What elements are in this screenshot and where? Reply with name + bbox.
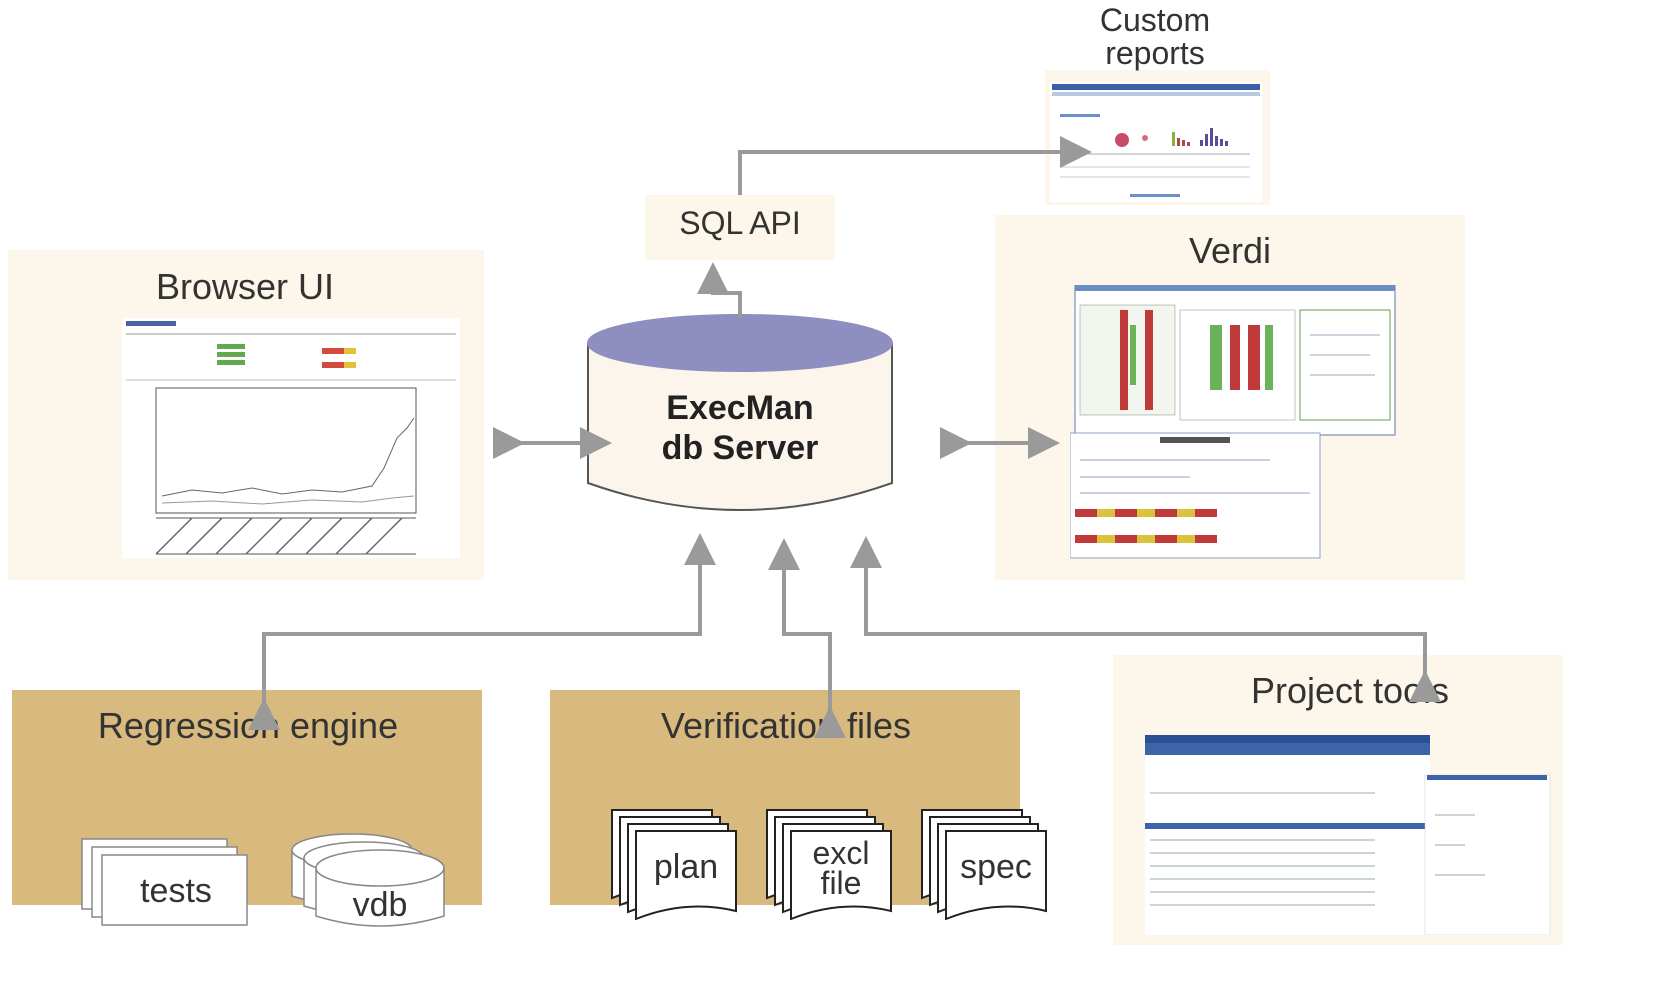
- sql-api-panel: [645, 195, 835, 260]
- server-line2: db Server: [662, 429, 819, 467]
- file-label: file: [821, 865, 862, 901]
- browser-ui-title: Browser UI: [155, 266, 335, 307]
- custom-reports-title-line2: reports: [1105, 35, 1205, 71]
- arrow-verification-server: [768, 538, 846, 738]
- spec-document-stack: spec: [921, 809, 1047, 920]
- arrow-server-to-sqlapi: [697, 262, 742, 318]
- project-tools-thumbnail: [1145, 735, 1551, 935]
- verdi-title: Verdi: [1188, 230, 1272, 271]
- plan-label: plan: [654, 848, 718, 886]
- excl-file-document-stack: excl file: [766, 809, 892, 920]
- excl-label: excl: [813, 835, 870, 871]
- vdb-label: vdb: [353, 886, 408, 924]
- arrow-projecttools-server: [850, 536, 1441, 702]
- server-line1: ExecMan: [666, 389, 813, 427]
- custom-reports-title-line1: Custom: [1099, 2, 1211, 38]
- sql-api-label: SQL API: [679, 205, 801, 241]
- tests-document-stack: tests: [81, 838, 248, 926]
- arrow-sqlapi-to-reports: [738, 136, 1092, 195]
- spec-label: spec: [960, 848, 1032, 886]
- custom-reports-title: Custom reports: [1060, 4, 1250, 70]
- execman-db-server: ExecMan db Server: [587, 314, 893, 511]
- tests-label: tests: [140, 872, 212, 910]
- vdb-database-stack: vdb: [291, 833, 445, 927]
- plan-document-stack: plan: [611, 809, 737, 920]
- arrow-regression-server: [248, 533, 716, 730]
